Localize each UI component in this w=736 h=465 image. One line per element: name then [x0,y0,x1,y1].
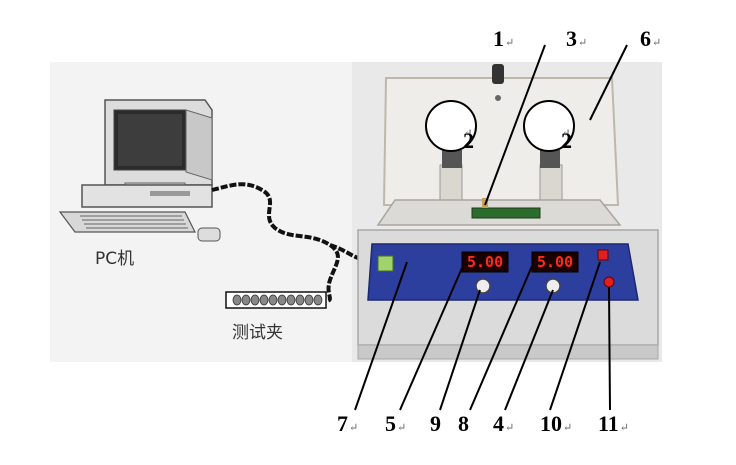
computer-icon [58,99,221,242]
label-5: 5↵ [385,411,407,436]
label-1: 1↵ [493,26,515,51]
label-7: 7↵ [337,411,359,436]
return-mark: ↵ [562,128,571,139]
callout-circle-left: 2↵ [425,100,477,153]
pc-label: PC机 [95,249,135,269]
label-3: 3↵ [566,26,588,51]
test-clip-icon [225,291,327,309]
test-clip-label: 测试夹 [232,323,283,343]
label-9: 9 [430,411,441,436]
callout-number: 2 [561,128,572,153]
label-10: 10↵ [540,411,573,436]
callout-circle-right: 2↵ [523,100,575,153]
return-mark: ↵ [464,128,473,139]
left-display-value: 5.00 [467,253,504,271]
tester-device-icon [357,64,659,360]
right-display-value: 5.00 [537,253,574,271]
callout-number: 2 [463,128,474,153]
label-8: 8 [458,411,469,436]
label-6: 6↵ [640,26,662,51]
leader-lines [354,44,628,411]
label-4: 4↵ [493,411,515,436]
cable [211,182,340,303]
label-11: 11↵ [598,411,630,436]
